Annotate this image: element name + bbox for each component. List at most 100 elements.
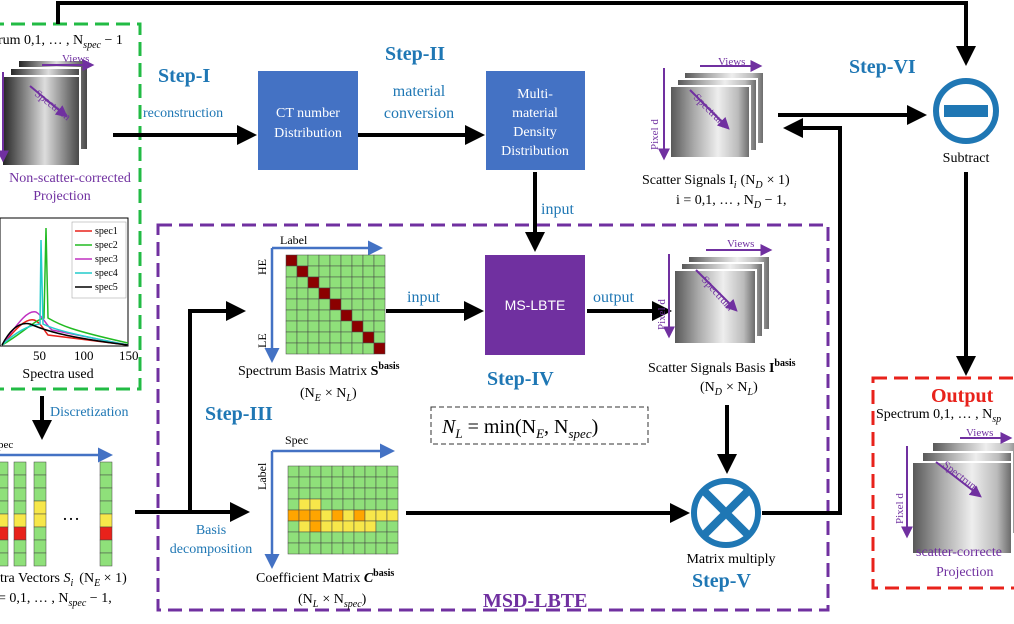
coef-matrix-cell <box>287 531 300 544</box>
coef-matrix-cell <box>375 487 388 500</box>
vector-cell <box>33 552 47 567</box>
vector-cell <box>99 500 113 515</box>
basis-matrix-cell <box>307 331 320 344</box>
basis-matrix-cell <box>362 342 375 355</box>
basis-matrix-cell <box>362 254 375 267</box>
spectra-legend: spec1 spec2 spec3 spec4 spec5 <box>75 226 118 293</box>
vector-cell <box>13 474 27 489</box>
legend-spec5: spec5 <box>95 282 118 293</box>
vector-cell <box>99 552 113 567</box>
coef-matrix-cell <box>386 520 399 533</box>
vector-cell <box>33 487 47 502</box>
legend-spec2: spec2 <box>95 240 118 251</box>
coef-matrix-cell <box>320 520 333 533</box>
coef-matrix-cell <box>320 487 333 500</box>
coef-caption-2: (NL× Nspec) <box>298 592 367 610</box>
basis-matrix-cell <box>351 287 364 300</box>
step-vi-label: Step-VI <box>849 56 916 78</box>
coef-caption-1: Coefficient Matrix Cbasis <box>256 568 394 586</box>
vector-cell <box>0 500 9 515</box>
vector-cell <box>0 461 9 476</box>
coef-matrix-cell <box>309 498 322 511</box>
basis-matrix-cell <box>351 265 364 278</box>
ms-lbte-text: MS-LBTE <box>505 297 566 313</box>
basis-matrix-cell <box>373 342 386 355</box>
vectors-spec-label: pec <box>0 439 13 451</box>
spectra-plot <box>0 217 129 347</box>
coef-matrix-cell <box>331 542 344 555</box>
scatter-top-stack <box>658 60 765 161</box>
basis-matrix-cell <box>318 276 331 289</box>
coef-matrix-cell <box>342 465 355 478</box>
coef-matrix-cell <box>309 476 322 489</box>
vector-cell <box>0 513 9 528</box>
step-ii-label: Step-II <box>385 43 445 65</box>
basis-matrix-cell <box>373 265 386 278</box>
coef-matrix-cell <box>353 531 366 544</box>
coef-matrix-cell <box>287 542 300 555</box>
mm-box-line-4: Distribution <box>501 144 569 159</box>
coef-matrix-cell <box>298 520 311 533</box>
basis-matrix-cell <box>329 309 342 322</box>
basis-matrix-cell <box>296 331 309 344</box>
subtract-label: Subtract <box>943 151 990 166</box>
msd-lbte-label: MSD-LBTE <box>483 590 587 612</box>
coef-matrix-cell <box>287 487 300 500</box>
basis-matrix-cell <box>318 342 331 355</box>
basis-matrix-cell <box>329 320 342 333</box>
coef-matrix-cell <box>331 520 344 533</box>
coef-matrix-cell <box>364 520 377 533</box>
basis-matrix-cell <box>318 265 331 278</box>
coef-matrix-cell <box>342 520 355 533</box>
output-title: Output <box>931 385 994 407</box>
matrix-multiply-label: Matrix multiply <box>686 552 775 567</box>
minus-bar <box>944 105 988 117</box>
basis-matrix-cell <box>285 254 298 267</box>
mm-box-line-1: Multi- <box>517 87 553 102</box>
legend-spec4: spec4 <box>95 268 118 279</box>
coef-matrix-cell <box>386 509 399 522</box>
basis-matrix-cell <box>285 320 298 333</box>
vector-cell <box>99 526 113 541</box>
basis-matrix-cell <box>307 265 320 278</box>
output-proj-label-1: scatter-correcte <box>916 545 1002 560</box>
coef-matrix-cell <box>320 498 333 511</box>
vector-cell <box>99 487 113 502</box>
vector-cell <box>0 474 9 489</box>
basis-matrix-cell <box>307 254 320 267</box>
coef-spec-label: Spec <box>285 433 308 447</box>
output-proj-label-2: Projection <box>936 565 994 580</box>
coef-matrix-cell <box>375 542 388 555</box>
basis-matrix-cell <box>329 298 342 311</box>
left-projection-stack <box>0 59 95 167</box>
coef-matrix-cell <box>353 476 366 489</box>
basis-matrix-cell <box>318 298 331 311</box>
output-spectrum-label: Spectrum 0,1, … , Nsp <box>876 407 1001 425</box>
basis-matrix-cell <box>351 276 364 289</box>
reconstruction-label: reconstruction <box>143 106 223 121</box>
coef-matrix-cell <box>375 465 388 478</box>
scatter-basis-views: Views <box>727 238 754 250</box>
coef-matrix-cell <box>342 531 355 544</box>
material-label-1: material <box>393 83 446 100</box>
coef-matrix-cell <box>298 509 311 522</box>
vector-cell <box>33 513 47 528</box>
basis-matrix-cell <box>362 287 375 300</box>
scatter-top-caption-2: i = 0,1, … , ND − 1, <box>676 193 787 211</box>
basis-matrix-cell <box>340 287 353 300</box>
basis-caption-1: Spectrum Basis Matrix Sbasis <box>238 361 400 379</box>
basis-matrix-cell <box>373 276 386 289</box>
basis-matrix-cell <box>351 298 364 311</box>
ct-box-line-2: Distribution <box>274 126 342 141</box>
basis-matrix-cell <box>285 298 298 311</box>
vector-cell <box>13 539 27 554</box>
coef-matrix-cell <box>298 487 311 500</box>
coef-matrix-cell <box>309 542 322 555</box>
basis-matrix-cell <box>373 287 386 300</box>
basis-matrix-cell <box>340 309 353 322</box>
basis-matrix-cell <box>307 342 320 355</box>
purple-dashed-region <box>156 223 830 612</box>
step-iv-label: Step-IV <box>487 368 554 390</box>
coef-matrix-cell <box>342 487 355 500</box>
